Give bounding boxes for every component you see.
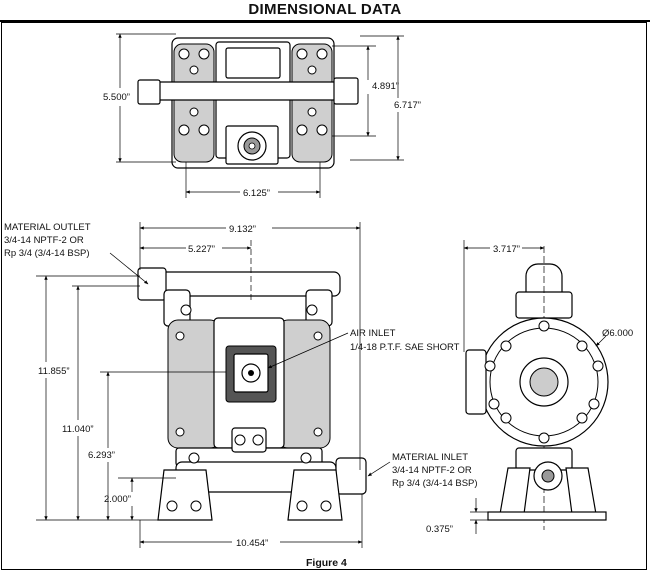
front-view-left-foot [157,469,213,521]
svg-text:Rp 3/4 (3/4-14 BSP): Rp 3/4 (3/4-14 BSP) [4,248,90,259]
callout-material-outlet: MATERIAL OUTLET 3/4-14 NPTF-2 OR Rp 3/4 … [4,222,149,285]
figure-caption: Figure 4 [306,557,347,569]
svg-text:MATERIAL OUTLET: MATERIAL OUTLET [4,222,91,233]
front-view-outlet-port [137,267,167,301]
dim-5-500: 5.500” [103,92,130,103]
front-view: 9.132” 5.227” 11.855” 11.040” 6.293” 2.0… [4,222,478,549]
dim-9-132: 9.132” [229,224,256,235]
drawing-frame [1,22,647,570]
callout-material-inlet: MATERIAL INLET 3/4-14 NPTF-2 OR Rp 3/4 (… [367,452,478,489]
svg-text:MATERIAL INLET: MATERIAL INLET [392,452,468,463]
side-view: 3.717” Ø6.000 0.375” [426,240,633,535]
top-view: 5.500” 4.891” 6.717” 6.125” [103,33,421,199]
dim-2-000: 2.000” [104,494,131,505]
callout-air-inlet: AIR INLET 1/4-18 P.T.F. SAE SHORT [267,328,460,369]
dim-11-040: 11.040” [62,424,94,435]
top-view-left-port [137,79,161,105]
svg-text:Rp 3/4 (3/4-14 BSP): Rp 3/4 (3/4-14 BSP) [392,478,478,489]
dim-0-375: 0.375” [426,524,453,535]
dim-11-855: 11.855” [38,366,70,377]
dim-6-293: 6.293” [88,450,115,461]
svg-text:1/4-18 P.T.F. SAE SHORT: 1/4-18 P.T.F. SAE SHORT [350,342,460,353]
dim-3-717: 3.717” [493,244,520,255]
front-view-inlet-port [335,457,367,495]
svg-text:AIR INLET: AIR INLET [350,328,396,339]
header: DIMENSIONAL DATA [0,0,650,22]
front-view-right-housing [277,319,331,449]
dim-10-454: 10.454” [236,538,268,549]
dim-6-000-diameter: Ø6.000 [602,328,633,339]
svg-text:3/4-14 NPTF-2 OR: 3/4-14 NPTF-2 OR [392,465,472,476]
dim-5-227: 5.227” [188,244,215,255]
front-view-right-foot [287,469,343,521]
top-view-right-housing [291,43,333,163]
svg-text:3/4-14 NPTF-2 OR: 3/4-14 NPTF-2 OR [4,235,84,246]
title-rule [0,20,650,22]
top-view-manifold-pipe [147,81,339,101]
page-title: DIMENSIONAL DATA [248,1,402,18]
top-view-right-port [333,77,359,105]
top-view-top-manifold [225,47,281,79]
dim-6-125: 6.125” [243,188,270,199]
side-view-base [487,511,607,521]
top-view-left-housing [173,43,215,163]
dim-6-717: 6.717” [394,100,421,111]
front-view-left-housing [167,319,221,449]
dim-4-891: 4.891” [372,81,399,92]
